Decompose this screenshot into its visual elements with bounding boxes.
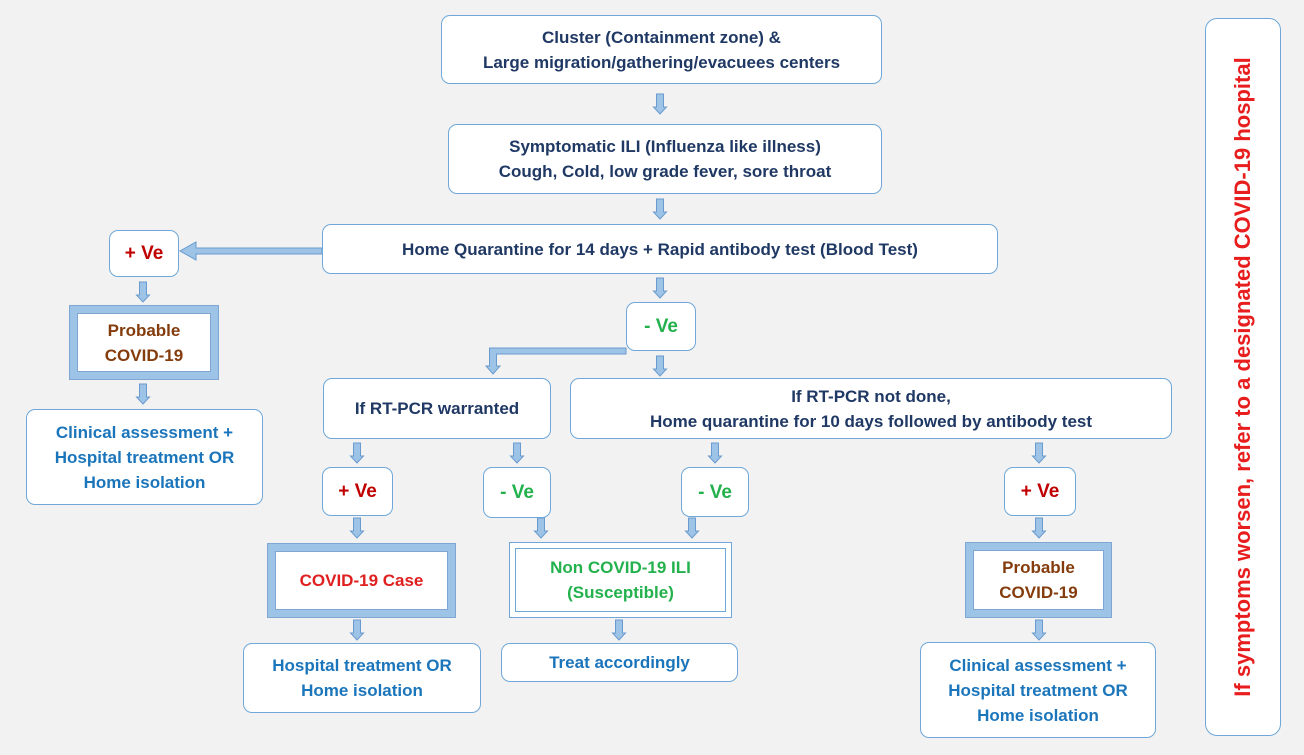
arrow-pcr-negative-to-non-covid [533, 517, 549, 539]
arrow-quarantine-to-negative [652, 277, 668, 299]
hospital-treatment-line2: Home isolation [301, 681, 423, 700]
antibody-positive-label: + Ve [1020, 481, 1060, 502]
left-clinical-line1: Clinical assessment + [55, 422, 234, 442]
arrow-antibody-positive-to-probable [1031, 517, 1047, 539]
symptomatic-ili-line1: Symptomatic ILI (Influenza like illness) [509, 137, 821, 156]
arrow-pcr-positive-to-case [349, 517, 365, 539]
pcr-positive-label: + Ve [338, 481, 377, 502]
arrow-warranted-to-pcr-positive [349, 442, 365, 464]
arrow-not-done-to-antibody-positive [1031, 442, 1047, 464]
containment-zone-line2: Large migration/gathering/evacuees cente… [482, 52, 841, 72]
hospital-treatment-line1: Hospital treatment OR [272, 656, 452, 675]
hospital-treatment-box: Hospital treatment OR Home isolation [243, 643, 481, 713]
non-covid-line2: (Susceptible) [567, 583, 674, 602]
arrow-right-probable-to-clinical [1031, 619, 1047, 641]
symptomatic-ili-box: Symptomatic ILI (Influenza like illness)… [448, 124, 882, 194]
pcr-negative-box: - Ve [483, 467, 551, 518]
left-clinical-line3: Home isolation [83, 472, 206, 492]
arrow-left-probable-to-clinical [135, 383, 151, 405]
arrow-non-covid-to-treat [611, 619, 627, 641]
left-positive-label: + Ve [124, 243, 164, 264]
symptoms-worsen-text: If symptoms worsen, refer to a designate… [1230, 57, 1255, 697]
rtpcr-not-done-line2: Home quarantine for 10 days followed by … [649, 411, 1093, 431]
non-covid-frame: Non COVID-19 ILI (Susceptible) [509, 542, 732, 618]
non-covid-line1: Non COVID-19 ILI [550, 558, 691, 577]
arrow-left-positive-to-probable [135, 281, 151, 303]
left-probable-line2: COVID-19 [104, 345, 184, 365]
right-probable-box: Probable COVID-19 [973, 550, 1104, 610]
antibody-positive-box: + Ve [1004, 467, 1076, 516]
arrow-warranted-to-pcr-negative [509, 442, 525, 464]
rtpcr-warranted-text: If RT-PCR warranted [354, 399, 520, 418]
containment-zone-line1: Cluster (Containment zone) & [542, 27, 781, 47]
treat-accordingly-box: Treat accordingly [501, 643, 738, 682]
pcr-negative-label: - Ve [500, 482, 534, 503]
covid-case-frame: COVID-19 Case [267, 543, 456, 618]
antibody-negative-box: - Ve [681, 467, 749, 517]
arrow-case-to-hospital [349, 619, 365, 641]
center-negative-box: - Ve [626, 302, 696, 351]
arrow-negative-to-not-done [652, 355, 668, 377]
arrow-ili-to-quarantine [652, 198, 668, 220]
antibody-negative-label: - Ve [698, 481, 732, 503]
arrow-negative-to-warranted [484, 347, 627, 375]
left-probable-box: Probable COVID-19 [77, 313, 211, 372]
right-clinical-line2: Hospital treatment OR [948, 680, 1128, 700]
right-clinical-line3: Home isolation [977, 705, 1099, 725]
containment-zone-box: Cluster (Containment zone) & Large migra… [441, 15, 882, 84]
center-negative-label: - Ve [644, 316, 678, 337]
arrow-antibody-negative-to-non-covid [684, 517, 700, 539]
right-clinical-line1: Clinical assessment + [949, 655, 1127, 675]
right-probable-line2: COVID-19 [999, 583, 1078, 602]
treat-accordingly-text: Treat accordingly [549, 653, 690, 672]
left-positive-box: + Ve [109, 230, 179, 277]
right-probable-line1: Probable [1002, 558, 1075, 577]
rtpcr-not-done-box: If RT-PCR not done, Home quarantine for … [570, 378, 1172, 439]
home-quarantine-text: Home Quarantine for 14 days + Rapid anti… [402, 239, 918, 259]
left-probable-frame: Probable COVID-19 [69, 305, 219, 380]
rtpcr-not-done-line1: If RT-PCR not done, [791, 386, 951, 406]
left-probable-line1: Probable [107, 320, 181, 340]
left-clinical-box: Clinical assessment + Hospital treatment… [26, 409, 263, 505]
right-clinical-box: Clinical assessment + Hospital treatment… [920, 642, 1156, 738]
symptoms-worsen-panel: If symptoms worsen, refer to a designate… [1205, 18, 1281, 736]
home-quarantine-box: Home Quarantine for 14 days + Rapid anti… [322, 224, 998, 274]
arrow-quarantine-to-left-positive [178, 241, 323, 261]
left-clinical-line2: Hospital treatment OR [54, 447, 235, 467]
arrow-top-to-ili [652, 93, 668, 115]
covid-case-text: COVID-19 Case [299, 571, 424, 590]
arrow-not-done-to-antibody-negative [707, 442, 723, 464]
right-probable-frame: Probable COVID-19 [965, 542, 1112, 618]
pcr-positive-box: + Ve [322, 467, 393, 516]
covid-case-box: COVID-19 Case [275, 551, 448, 610]
rtpcr-warranted-box: If RT-PCR warranted [323, 378, 551, 439]
symptomatic-ili-line2: Cough, Cold, low grade fever, sore throa… [498, 162, 832, 181]
non-covid-box: Non COVID-19 ILI (Susceptible) [515, 548, 726, 612]
